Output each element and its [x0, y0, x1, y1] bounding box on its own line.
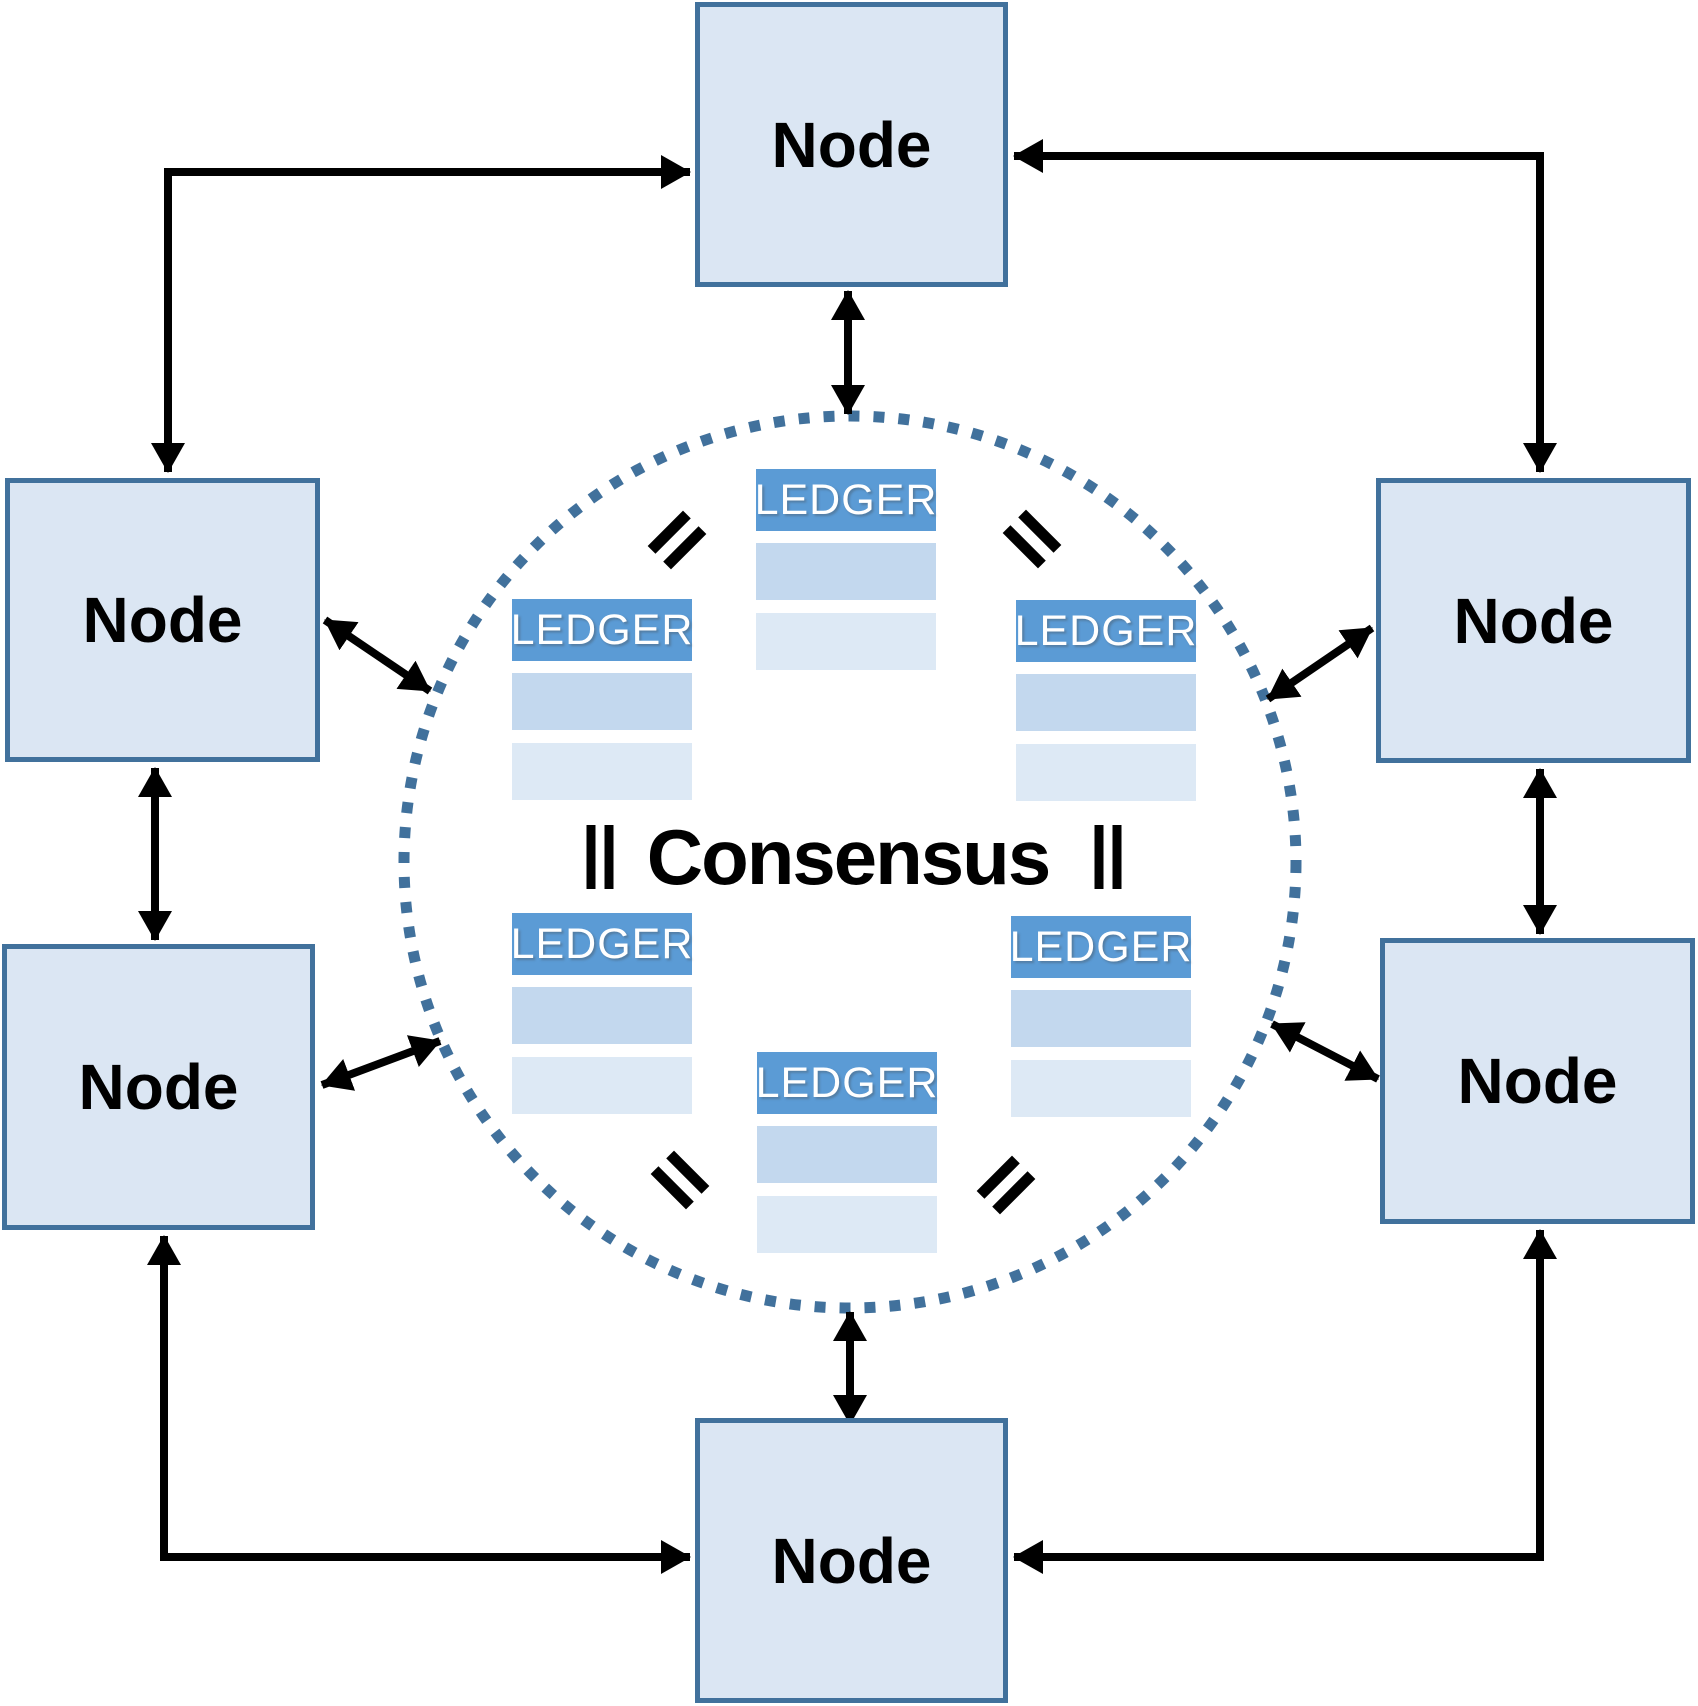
ledger-row-medium — [512, 673, 692, 730]
ledger-title: LEDGER — [510, 605, 694, 654]
bottom-left-corner-connector-arrow — [147, 1235, 691, 1574]
ledger-title: LEDGER — [1009, 922, 1193, 971]
ledger-row-light — [1011, 1060, 1191, 1117]
ledger-row-light — [512, 743, 692, 800]
equals-icon-middle-left — [587, 825, 614, 889]
node-box-upper-right: Node — [1376, 478, 1691, 763]
ledger-row-medium — [1016, 674, 1196, 731]
ledger-header: LEDGER — [1014, 600, 1198, 662]
node-box-lower-left: Node — [2, 944, 315, 1230]
ledger-row-medium — [756, 543, 936, 600]
node-box-top: Node — [695, 2, 1008, 287]
ledger-row-light — [1016, 744, 1196, 801]
upper-right-node-to-consensus-arrow — [1265, 624, 1375, 703]
lower-left-node-to-consensus-arrow — [320, 1035, 442, 1091]
ledger-row-light — [512, 1057, 692, 1114]
node-box-bottom: Node — [695, 1418, 1008, 1703]
node-box-upper-left: Node — [5, 478, 320, 762]
ledger-title: LEDGER — [754, 475, 938, 524]
bottom-right-corner-connector-arrow — [1013, 1229, 1557, 1574]
ledger-upper-left: LEDGER — [510, 599, 694, 800]
node-label: Node — [771, 108, 932, 181]
upper-left-node-to-consensus-arrow — [322, 616, 433, 695]
ledger-header: LEDGER — [1009, 916, 1193, 978]
node-label: Node — [78, 1051, 239, 1123]
node-label: Node — [1457, 1045, 1618, 1117]
ledger-row-light — [756, 613, 936, 670]
ledger-row-medium — [757, 1126, 937, 1183]
ledger-header: LEDGER — [510, 599, 694, 661]
node-label: Node — [82, 584, 243, 656]
ledger-lower-left: LEDGER — [510, 913, 694, 1114]
ledger-lower-right: LEDGER — [1009, 916, 1193, 1117]
ledger-header: LEDGER — [755, 1052, 939, 1114]
ledger-title: LEDGER — [755, 1058, 939, 1107]
node-label: Node — [1453, 584, 1614, 657]
ledger-top: LEDGER — [754, 469, 938, 670]
top-right-corner-connector-arrow — [1013, 139, 1557, 473]
ledger-title: LEDGER — [510, 919, 694, 968]
top-left-corner-connector-arrow — [151, 155, 691, 473]
ledger-upper-right: LEDGER — [1014, 600, 1198, 801]
ledger-title: LEDGER — [1014, 606, 1198, 655]
ledger-row-medium — [512, 987, 692, 1044]
consensus-boundary-circle — [398, 410, 1302, 1314]
ledger-row-light — [757, 1196, 937, 1253]
equals-icon-middle-right — [1095, 825, 1122, 889]
lower-right-node-to-consensus-arrow — [1270, 1020, 1380, 1083]
node-box-lower-right: Node — [1380, 938, 1695, 1224]
ledger-bottom: LEDGER — [755, 1052, 939, 1253]
ledger-row-medium — [1011, 990, 1191, 1047]
ledger-header: LEDGER — [754, 469, 938, 531]
ledger-header: LEDGER — [510, 913, 694, 975]
node-label: Node — [771, 1524, 932, 1597]
consensus-label: Consensus — [646, 813, 1051, 901]
